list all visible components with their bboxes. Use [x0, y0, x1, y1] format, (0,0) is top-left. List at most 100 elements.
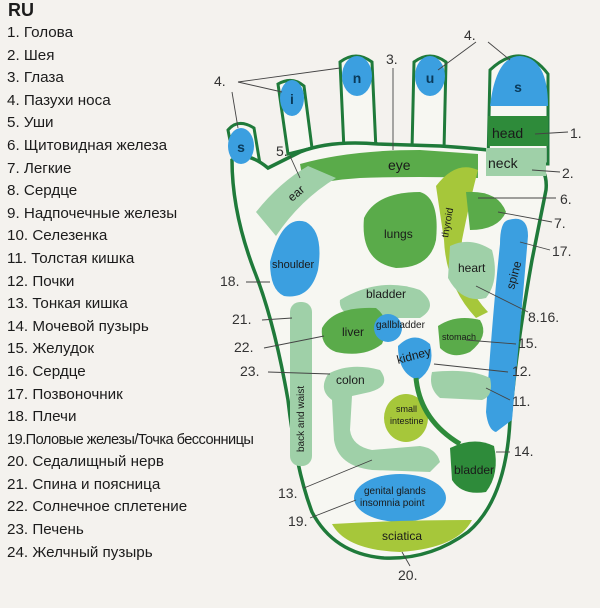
toe-tip-sinus-3 — [342, 56, 372, 96]
num-20: 20. — [398, 567, 417, 583]
num-12: 12. — [512, 363, 531, 379]
legend-item: 4. Пазухи носа — [7, 91, 111, 109]
legend-item: 24. Желчный пузырь — [7, 543, 153, 561]
region-eye-shape — [300, 150, 478, 186]
label-colon: colon — [336, 373, 365, 387]
num-8-16: 8.16. — [528, 309, 559, 325]
label-heart: heart — [458, 261, 486, 275]
num-1: 1. — [570, 125, 582, 141]
label-thyroid: thyroid — [440, 207, 456, 238]
label-genital-2: insomnia point — [360, 498, 425, 509]
label-small-intestine-2: intestine — [390, 416, 424, 426]
label-liver: liver — [342, 325, 364, 339]
label-gallbladder: gallbladder — [376, 320, 426, 331]
region-7-shape — [466, 191, 506, 230]
region-shoulder-shape — [270, 220, 320, 297]
num-11: 11. — [512, 393, 530, 409]
region-head-shape — [488, 116, 548, 146]
region-back-waist-shape — [290, 302, 312, 466]
legend-item: 8. Сердце — [7, 182, 78, 200]
legend-item: 1. Голова — [7, 24, 74, 41]
toe-letter-1: s — [237, 139, 245, 155]
num-23: 23. — [240, 363, 259, 379]
legend-item: 22. Солнечное сплетение — [7, 498, 188, 516]
label-head: head — [492, 125, 523, 141]
legend-item: 11. Толстая кишка — [7, 249, 135, 267]
toe-letter-3: n — [353, 70, 362, 86]
label-neck: neck — [488, 155, 519, 171]
num-15: 15. — [518, 335, 537, 351]
legend-item: 14. Мочевой пузырь — [7, 317, 149, 335]
legend-item: 13. Тонкая кишка — [7, 295, 128, 313]
region-gallbladder-shape — [374, 314, 402, 342]
legend-item: 9. Надпочечные железы — [7, 204, 178, 222]
num-2: 2. — [562, 165, 574, 181]
toe-letter-2: i — [290, 91, 294, 107]
legend-item: 21. Спина и поясница — [7, 475, 161, 493]
toe-tip-sinus-1 — [228, 128, 254, 164]
label-lungs: lungs — [384, 227, 413, 241]
legend-item: 12. Почки — [7, 272, 75, 290]
num-3: 3. — [386, 51, 398, 67]
num-13: 13. — [278, 485, 297, 501]
legend-item: 20. Седалищный нерв — [7, 453, 164, 471]
toe-letter-4: u — [426, 70, 435, 86]
region-heart-shape — [448, 241, 495, 300]
region-colon-shape — [323, 366, 440, 472]
label-shoulder: shoulder — [272, 259, 315, 271]
num-4-left: 4. — [214, 73, 226, 89]
label-small-intestine-1: small — [396, 404, 417, 414]
region-colon-right-shape — [431, 370, 491, 400]
num-19: 19. — [288, 513, 307, 529]
region-genital-shape — [354, 474, 446, 522]
region-kidney-shape — [398, 337, 432, 380]
legend-item: 15. Желудок — [7, 340, 95, 358]
region-spine-shape — [486, 218, 528, 432]
toe-tip-sinus-2 — [280, 80, 304, 116]
num-22: 22. — [234, 339, 253, 355]
label-bladder-bottom: bladder — [454, 463, 494, 477]
num-6: 6. — [560, 191, 572, 207]
region-lungs-shape — [363, 192, 437, 268]
legend-title: RU — [8, 0, 34, 20]
legend-item: 10. Селезенка — [7, 227, 108, 245]
num-17: 17. — [552, 243, 571, 259]
legend-item: 5. Уши — [7, 114, 54, 132]
num-7: 7. — [554, 215, 566, 231]
label-bladder-top: bladder — [366, 287, 406, 301]
legend-item: 7. Легкие — [7, 159, 72, 177]
label-back-waist: back and waist — [296, 386, 307, 452]
region-small-intestine-shape — [384, 394, 428, 442]
num-18: 18. — [220, 273, 239, 289]
num-5: 5. — [276, 143, 288, 159]
region-sciatica-shape — [332, 520, 472, 552]
toe-tip-sinus-4 — [415, 56, 445, 96]
leader-lines — [231, 41, 569, 567]
region-stomach-shape — [438, 318, 484, 356]
label-sciatica: sciatica — [382, 529, 422, 543]
label-genital-1: genital glands — [364, 486, 426, 497]
region-ear-shape — [256, 166, 336, 236]
region-thyroid-shape — [436, 167, 488, 318]
legend-item: 19.Половые железы/Точка бессонницы — [7, 431, 254, 448]
label-stomach: stomach — [442, 332, 476, 342]
region-neck-shape — [486, 148, 546, 176]
legend-item: 6. Щитовидная железа — [7, 136, 168, 154]
legend-item: 18. Плечи — [7, 408, 77, 426]
label-eye: eye — [388, 157, 411, 173]
num-4-top: 4. — [464, 27, 476, 43]
toe-letter-5: s — [514, 79, 522, 95]
region-liver-shape — [321, 307, 386, 354]
region-bladder-bottom-shape — [450, 441, 496, 493]
legend-item: 23. Печень — [7, 521, 84, 539]
toe-tip-sinus-big — [490, 56, 548, 106]
legend-list: 1. Голова 2. Шея 3. Глаза 4. Пазухи носа 5. … — [7, 22, 254, 564]
ureter-line — [413, 377, 462, 447]
legend-item: 16. Сердце — [7, 362, 86, 380]
num-14: 14. — [514, 443, 533, 459]
legend-item: 2. Шея — [7, 46, 55, 64]
legend-item: 17. Позвоночник — [7, 385, 123, 403]
legend-item: 3. Глаза — [7, 69, 64, 87]
num-21: 21. — [232, 311, 251, 327]
